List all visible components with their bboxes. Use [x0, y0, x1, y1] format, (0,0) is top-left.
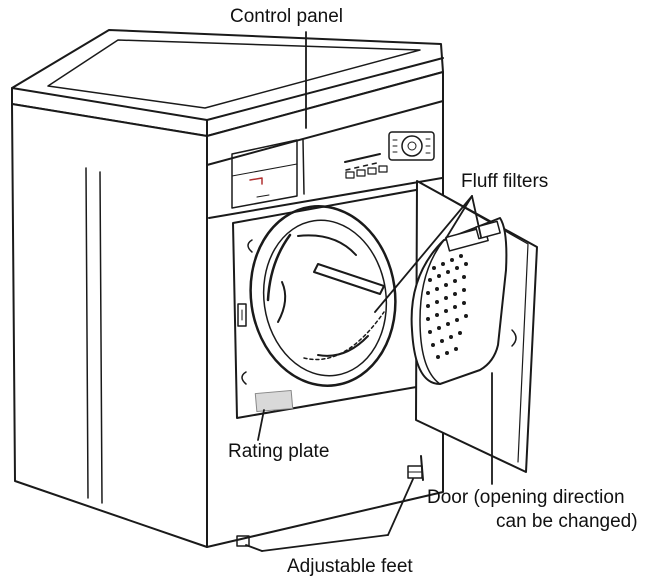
door-label-line-2: can be changed) — [496, 511, 638, 532]
door-label-line-1: Door (opening direction — [427, 487, 625, 508]
adjustable-feet — [236, 465, 423, 547]
leader-lines — [245, 31, 493, 552]
dryer-front — [206, 71, 444, 548]
control-panel-label: Control panel — [230, 6, 344, 27]
adjustable-feet-label: Adjustable feet — [287, 556, 413, 577]
rating-plate — [254, 389, 294, 413]
fluff-filters-label: Fluff filters — [461, 171, 549, 192]
control-panel — [231, 131, 435, 209]
door-vent-grille — [426, 254, 468, 359]
open-door — [410, 180, 538, 473]
dryer-side-panel — [11, 103, 208, 548]
rating-plate-label: Rating plate — [228, 441, 330, 462]
